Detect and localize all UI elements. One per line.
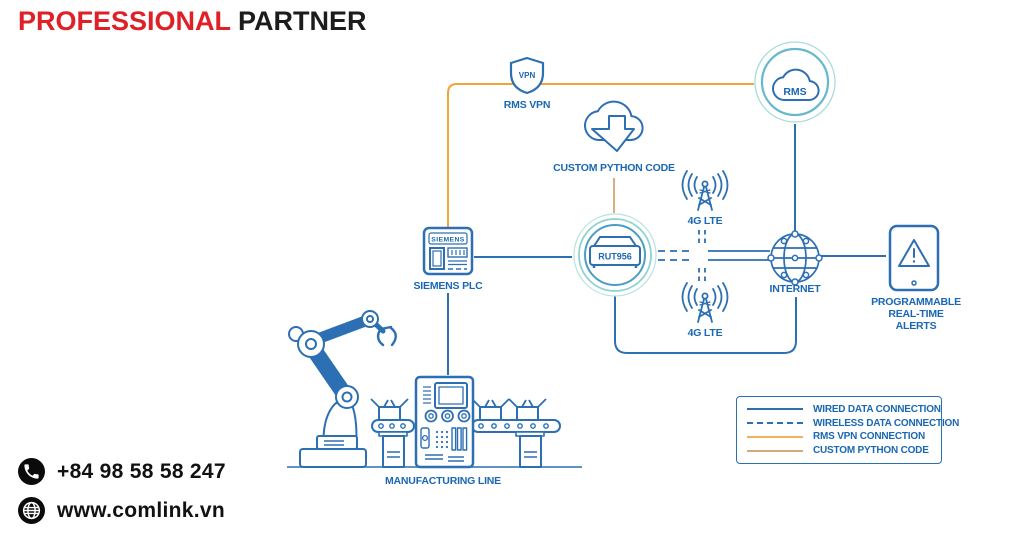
router-device-icon (589, 236, 641, 268)
rms-label: RMS (783, 86, 806, 98)
siemens-plc-label: SIEMENS PLC (414, 280, 484, 292)
page-title-partner: PARTNER (238, 6, 367, 36)
box-icon (479, 406, 502, 421)
page-title-professional: PROFESSIONAL (18, 6, 232, 36)
siemens-device-label: SIEMENS (431, 237, 464, 244)
download-arrow-icon (591, 115, 635, 152)
robot-arm-icon (288, 310, 397, 468)
rms-cloud-icon (773, 70, 819, 100)
legend-solid-blue-line (747, 408, 803, 411)
website-url: www.comlink.vn (57, 498, 225, 522)
legend-label-wired: WIRED DATA CONNECTION (813, 403, 941, 415)
legend-label-rms-vpn: RMS VPN CONNECTION (813, 431, 925, 443)
gripper-icon (376, 325, 397, 347)
conveyor-right-icon (471, 398, 561, 468)
legend-orange-line (747, 435, 803, 438)
lte-antenna-top-icon: 4G LTE (681, 170, 729, 227)
alerts-label-2: REAL-TIME (888, 308, 944, 320)
legend-tan-line (747, 449, 803, 452)
manufacturing-line-label: MANUFACTURING LINE (385, 475, 501, 487)
legend-row-wired: WIRED DATA CONNECTION (747, 404, 941, 415)
globe-icon (18, 497, 45, 524)
lte-bottom-label: 4G LTE (688, 327, 723, 339)
internet-label: INTERNET (770, 283, 822, 295)
wireless-connection-lines (658, 230, 770, 284)
siemens-plc-icon: SIEMENS SIEMENS PLC (414, 226, 484, 292)
contact-block: +84 98 58 58 247 www.comlink.vn (18, 458, 226, 524)
machine-screen (434, 382, 468, 409)
legend-row-python: CUSTOM PYTHON CODE (747, 445, 931, 456)
website-row: www.comlink.vn (18, 497, 226, 524)
lte-top-label: 4G LTE (688, 215, 723, 227)
phone-row: +84 98 58 58 247 (18, 458, 226, 485)
legend-label-wireless: WIRELESS DATA CONNECTION (813, 417, 960, 429)
phone-number: +84 98 58 58 247 (57, 459, 226, 483)
box-icon (378, 406, 401, 421)
lte-antenna-bottom-icon: 4G LTE (681, 282, 729, 339)
legend-row-wireless: WIRELESS DATA CONNECTION (747, 418, 959, 429)
phone-icon (18, 458, 45, 485)
rms-cloud-node: RMS (754, 41, 836, 123)
router-to-internet-wired-line (614, 296, 797, 354)
warning-triangle-icon (898, 239, 930, 267)
vpn-shield-icon: VPN RMS VPN (504, 56, 550, 111)
box-icon (516, 406, 539, 421)
python-cloud-icon: CUSTOM PYTHON CODE (553, 102, 675, 174)
rut956-router-node: RUT956 (573, 213, 657, 297)
wired-connection-lines (447, 124, 886, 375)
manufacturing-line-group: MANUFACTURING LINE (287, 310, 582, 487)
rut956-label: RUT956 (598, 252, 632, 262)
python-cloud-label: CUSTOM PYTHON CODE (553, 162, 675, 174)
legend-dashed-blue-line (747, 422, 803, 425)
alerts-label-1: PROGRAMMABLE (871, 296, 961, 308)
legend-label-python: CUSTOM PYTHON CODE (813, 445, 929, 457)
alerts-label-3: ALERTS (896, 320, 937, 332)
internet-globe-icon: INTERNET (767, 230, 823, 295)
control-machine-icon (414, 375, 475, 469)
legend-row-rms-vpn: RMS VPN CONNECTION (747, 431, 931, 442)
rms-vpn-connection-line (447, 83, 754, 227)
legend-box: WIRED DATA CONNECTION WIRELESS DATA CONN… (736, 396, 959, 464)
alerts-tablet-icon: PROGRAMMABLE REAL-TIME ALERTS (871, 224, 961, 332)
conveyor-left-icon (370, 398, 415, 468)
rms-vpn-label: RMS VPN (504, 99, 550, 111)
vpn-shield-text: VPN (519, 71, 536, 80)
